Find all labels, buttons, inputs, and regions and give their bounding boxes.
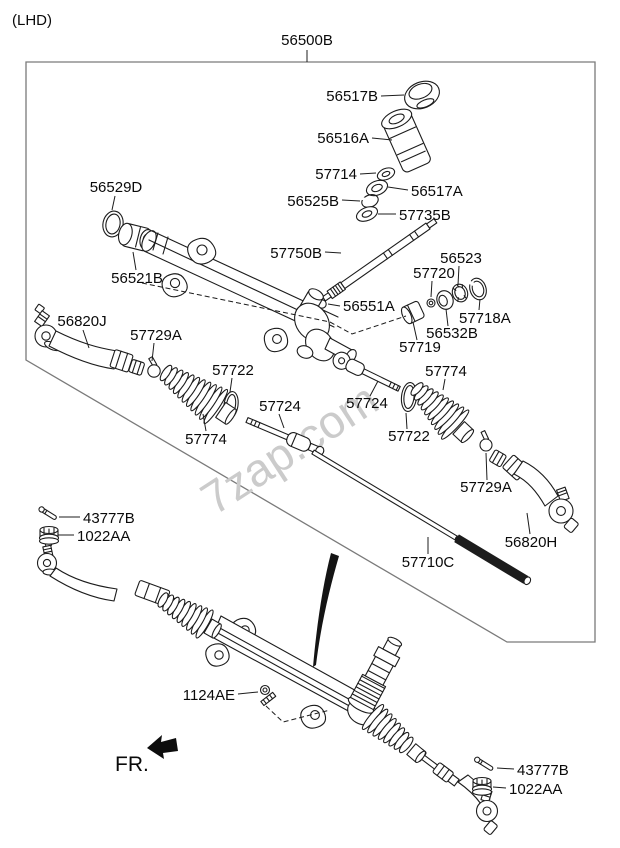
leader-line-1124ae xyxy=(237,691,259,695)
part-castle-nut-1022aa-left xyxy=(38,525,60,545)
assembled-bellows-right xyxy=(361,703,426,764)
part-label-57714[interactable]: 57714 xyxy=(315,166,357,183)
leader-line-56525b xyxy=(341,199,361,202)
part-label-57710c[interactable]: 57710C xyxy=(402,554,455,571)
fr-label: FR. xyxy=(115,753,149,776)
part-label-1022aa-right[interactable]: 1022AA xyxy=(509,781,562,798)
leader-line-57729a-left xyxy=(151,342,155,362)
part-label-57750b[interactable]: 57750B xyxy=(270,245,322,262)
leader-line-yoke-axis xyxy=(141,282,407,335)
leader-lines-layer xyxy=(58,50,531,789)
part-washer-57714 xyxy=(376,167,396,181)
part-label-56523[interactable]: 56523 xyxy=(440,250,482,267)
part-spring-56523 xyxy=(451,283,469,303)
leader-line-43777b-right xyxy=(496,767,515,770)
leader-line-56532b xyxy=(445,308,449,327)
leader-line-57714 xyxy=(359,172,377,175)
leader-line-56517a xyxy=(387,186,409,191)
part-label-56517b[interactable]: 56517B xyxy=(326,88,378,105)
leader-line-56516a xyxy=(371,137,393,141)
part-rack-housing-assembly xyxy=(141,230,357,364)
leader-line-56529d xyxy=(111,195,116,211)
part-label-57774-right[interactable]: 57774 xyxy=(425,363,467,380)
part-pinion-shaft-57750b xyxy=(321,218,438,302)
part-castle-nut-1022aa-right xyxy=(471,776,493,796)
part-label-56820h[interactable]: 56820H xyxy=(505,534,558,551)
part-label-57724-right[interactable]: 57724 xyxy=(346,395,388,412)
part-dust-cap-56517b xyxy=(404,80,440,110)
part-bolt-1124ae xyxy=(259,684,277,707)
part-label-57729a-left[interactable]: 57729A xyxy=(130,327,182,344)
leader-line-56551a xyxy=(327,303,341,307)
part-bellows-57774-left xyxy=(159,364,237,425)
part-number-labels-layer: 56500B 56517B 56516A 57714 56517A 56525B 57735… xyxy=(57,32,568,798)
part-clamp-57729a-left xyxy=(128,356,161,378)
part-label-56500b[interactable]: 56500B xyxy=(281,32,333,49)
part-inner-tie-rod-57724-right xyxy=(332,351,401,392)
fr-direction-arrow-icon xyxy=(147,735,178,759)
leader-line-57720 xyxy=(430,280,433,298)
part-label-56516a[interactable]: 56516A xyxy=(317,130,369,147)
leader-line-56523 xyxy=(457,265,460,286)
part-oring-57718a xyxy=(467,277,487,301)
leader-line-57718a xyxy=(478,298,481,311)
part-label-57720[interactable]: 57720 xyxy=(413,265,455,282)
leader-line-57724-left xyxy=(278,413,285,429)
leader-line-57750b xyxy=(324,251,342,254)
part-clamp-57729a-right xyxy=(479,430,507,468)
part-cotter-pin-43777b-right xyxy=(474,756,494,771)
part-label-57719[interactable]: 57719 xyxy=(399,339,441,356)
part-tie-rod-end-56820j xyxy=(34,303,134,373)
assembled-bellows-left xyxy=(157,592,222,639)
part-label-57774-left[interactable]: 57774 xyxy=(185,431,227,448)
part-label-56820j[interactable]: 56820J xyxy=(57,313,106,330)
part-rack-bar-57710c xyxy=(311,449,532,586)
part-label-56525b[interactable]: 56525B xyxy=(287,193,339,210)
part-bearing-56532b xyxy=(436,290,454,310)
leader-line-57722-right xyxy=(405,412,408,430)
part-label-57724-left[interactable]: 57724 xyxy=(259,398,301,415)
leader-line-57719 xyxy=(412,321,418,341)
part-cotter-pin-43777b-left xyxy=(38,506,57,520)
boots-layer xyxy=(157,364,475,764)
part-valve-body-56516a xyxy=(381,108,431,173)
part-label-56517a[interactable]: 56517A xyxy=(411,183,463,200)
part-inner-tie-rod-57724-left xyxy=(245,417,325,456)
part-label-57735b[interactable]: 57735B xyxy=(399,207,451,224)
part-label-56532b[interactable]: 56532B xyxy=(426,325,478,342)
static-text-layer: (LHD) FR. xyxy=(12,12,149,776)
part-bellows-57774-right xyxy=(410,382,475,444)
part-label-43777b-left[interactable]: 43777B xyxy=(83,510,135,527)
part-label-56551a[interactable]: 56551A xyxy=(343,298,395,315)
part-label-56521b[interactable]: 56521B xyxy=(111,270,163,287)
part-label-57722-left[interactable]: 57722 xyxy=(212,362,254,379)
explode-swoosh-arrow xyxy=(313,553,339,667)
part-label-57722-right[interactable]: 57722 xyxy=(388,428,430,445)
diagram-frame-box xyxy=(25,61,596,643)
part-tie-rod-end-56820h xyxy=(502,454,579,533)
part-label-1022aa-left[interactable]: 1022AA xyxy=(77,528,130,545)
leader-line-56517b xyxy=(380,94,405,97)
leader-line-57729a-right xyxy=(485,452,488,481)
leader-line-57774-right xyxy=(442,378,446,391)
leader-line-1022aa-right xyxy=(492,786,507,789)
leader-line-57722-left xyxy=(229,377,233,393)
leader-line-56820j xyxy=(82,329,90,349)
leader-line-56521b xyxy=(132,251,137,271)
part-label-1124ae[interactable]: 1124AE xyxy=(183,687,235,704)
variant-label: (LHD) xyxy=(12,12,52,29)
part-bearing-56517a xyxy=(365,179,389,197)
part-yoke-57719 xyxy=(400,300,425,325)
leader-line-57724-right xyxy=(369,380,379,397)
part-label-56529d[interactable]: 56529D xyxy=(90,179,143,196)
part-seal-57720 xyxy=(426,298,436,308)
part-label-57729a-right[interactable]: 57729A xyxy=(460,479,512,496)
part-label-57718a[interactable]: 57718A xyxy=(459,310,511,327)
part-washer-57735b xyxy=(355,206,379,222)
leader-line-56820h xyxy=(526,512,531,535)
line-art xyxy=(34,80,579,835)
part-label-43777b-right[interactable]: 43777B xyxy=(517,762,569,779)
leader-line-57774-left xyxy=(202,413,207,432)
